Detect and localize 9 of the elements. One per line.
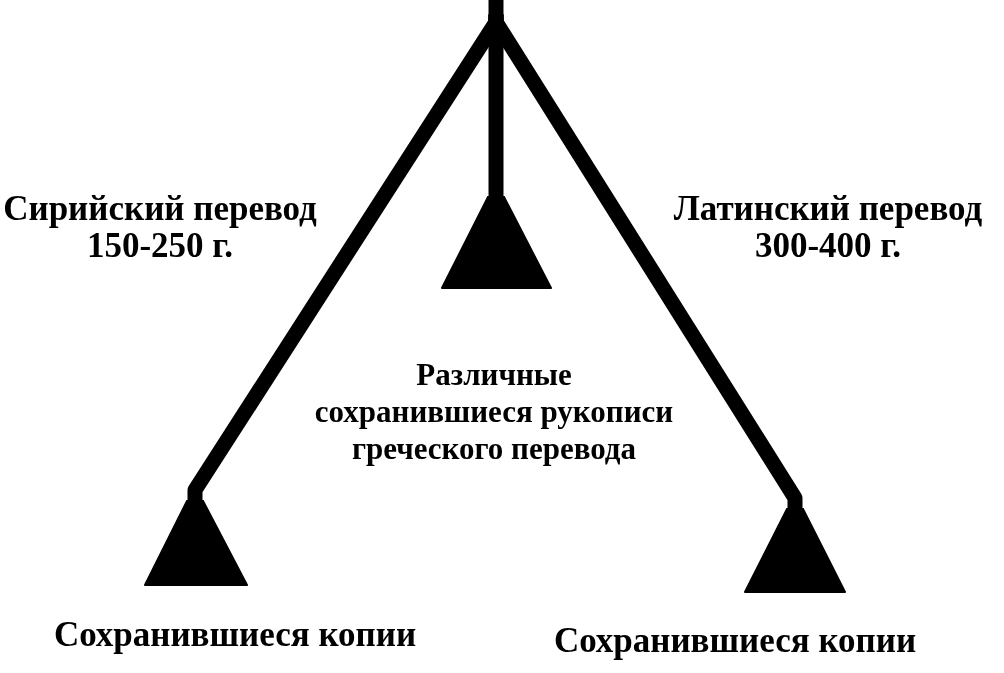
- edge-label: Сирийский перевод 150-250 г.: [2, 190, 318, 264]
- edge-label: Латинский перевод 300-400 г.: [672, 190, 984, 264]
- filled-triangle: [441, 196, 552, 289]
- node-caption: Сохранившиеся копии: [52, 614, 418, 656]
- filled-triangle: [144, 500, 248, 586]
- node-caption: Сохранившиеся копии: [552, 620, 918, 662]
- filled-triangle: [744, 508, 846, 593]
- node-caption: Различные сохранившиеся рукописи греческого перевода: [313, 356, 675, 467]
- branch-line: [488, 14, 803, 508]
